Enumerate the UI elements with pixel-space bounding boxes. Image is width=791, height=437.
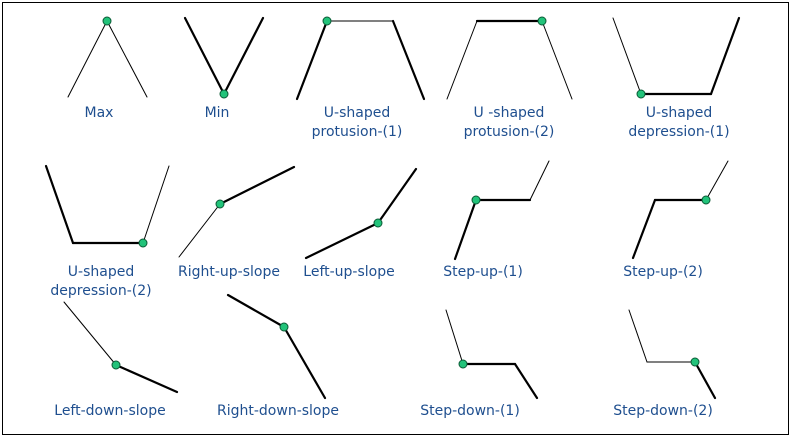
step-down-1-label-line: Step-down-(1) xyxy=(420,403,520,419)
left-up-slope-segment xyxy=(304,221,380,260)
step-down-1-label: Step-down-(1) xyxy=(420,402,520,421)
u-protrusion-2-label: U -shaped protusion-(2) xyxy=(464,104,555,142)
u-protrusion-2-label-line: U -shaped xyxy=(473,105,545,121)
u-protrusion-1-label-line: protusion-(1) xyxy=(311,124,403,140)
right-up-slope-marker xyxy=(215,199,225,209)
left-up-slope-glyph xyxy=(304,167,418,260)
step-up-2-label: Step-up-(2) xyxy=(623,263,703,282)
right-down-slope-label: Right-down-slope xyxy=(217,402,339,421)
step-up-1-label: Step-up-(1) xyxy=(443,263,523,282)
left-down-slope-label: Left-down-slope xyxy=(54,402,165,421)
u-protrusion-2-glyph xyxy=(446,16,573,100)
right-down-slope-segment xyxy=(282,325,327,400)
u-depression-2-marker xyxy=(138,238,148,248)
step-down-1-marker xyxy=(458,359,468,369)
u-depression-2-segment xyxy=(44,164,75,245)
step-up-1-glyph xyxy=(453,160,550,261)
max-segment xyxy=(67,20,108,98)
step-down-1-segment xyxy=(513,362,539,400)
u-depression-1-segment xyxy=(612,17,642,95)
u-depression-1-label-line: depression-(1) xyxy=(628,124,730,140)
u-depression-2-segment xyxy=(142,165,170,244)
left-down-slope-glyph xyxy=(63,301,179,394)
step-down-2-label-line: Step-down-(2) xyxy=(613,403,713,419)
left-up-slope-label: Left-up-slope xyxy=(303,263,394,282)
u-depression-1-marker xyxy=(636,89,646,99)
right-up-slope-label-line: Right-up-slope xyxy=(178,264,280,280)
max-label-line: Max xyxy=(84,105,114,121)
step-up-1-segment xyxy=(453,198,478,261)
max-marker xyxy=(102,16,112,26)
step-up-2-marker xyxy=(701,195,711,205)
step-up-1-marker xyxy=(471,195,481,205)
step-up-2-glyph xyxy=(631,160,729,260)
right-down-slope-glyph xyxy=(226,293,327,400)
u-protrusion-2-segment xyxy=(541,20,573,100)
step-up-2-label-line: Step-up-(2) xyxy=(623,264,703,280)
u-protrusion-1-segment xyxy=(295,19,329,101)
u-depression-2-label-line: U-shaped xyxy=(67,264,135,280)
min-label-line: Min xyxy=(204,105,230,121)
u-protrusion-2-label-line: protusion-(2) xyxy=(463,124,555,140)
max-glyph xyxy=(67,16,148,98)
u-protrusion-1-marker xyxy=(322,16,332,26)
right-down-slope-label-line: Right-down-slope xyxy=(217,403,339,419)
step-down-2-marker xyxy=(690,357,700,367)
right-up-slope-segment xyxy=(218,165,296,206)
left-down-slope-segment xyxy=(63,301,117,366)
max-segment xyxy=(106,20,148,98)
left-down-slope-label-line: Left-down-slope xyxy=(54,403,166,419)
step-up-1-segment xyxy=(529,160,550,201)
step-up-2-segment xyxy=(631,198,657,260)
right-down-slope-marker xyxy=(279,322,289,332)
min-segment xyxy=(222,16,265,96)
u-depression-2-label: U-shaped depression-(2) xyxy=(50,263,151,301)
step-up-1-label-line: Step-up-(1) xyxy=(443,264,523,280)
u-depression-1-glyph xyxy=(612,16,741,99)
right-down-slope-segment xyxy=(226,293,286,329)
left-down-slope-segment xyxy=(114,363,179,394)
step-down-1-segment xyxy=(445,309,464,365)
step-up-2-segment xyxy=(705,160,729,201)
u-protrusion-2-segment xyxy=(446,20,478,100)
u-protrusion-1-label-line: U-shaped xyxy=(323,105,391,121)
u-protrusion-1-segment xyxy=(391,19,426,101)
left-up-slope-marker xyxy=(373,218,383,228)
max-label: Max xyxy=(85,104,114,123)
min-marker xyxy=(219,89,229,99)
u-depression-2-glyph xyxy=(44,164,170,248)
min-segment xyxy=(183,16,226,96)
min-label: Min xyxy=(205,104,230,123)
u-depression-1-label-line: U-shaped xyxy=(645,105,713,121)
u-depression-2-label-line: depression-(2) xyxy=(50,283,152,299)
step-down-2-segment xyxy=(628,309,648,363)
right-up-slope-segment xyxy=(178,203,221,258)
u-protrusion-1-glyph xyxy=(295,16,426,101)
right-up-slope-label: Right-up-slope xyxy=(178,263,280,282)
step-down-2-glyph xyxy=(628,309,717,400)
min-glyph xyxy=(183,16,265,99)
u-depression-1-segment xyxy=(709,16,741,96)
u-depression-1-label: U-shaped depression-(1) xyxy=(628,104,729,142)
u-protrusion-1-label: U-shaped protusion-(1) xyxy=(312,104,403,142)
step-down-1-glyph xyxy=(445,309,539,400)
step-down-2-label: Step-down-(2) xyxy=(613,402,713,421)
right-up-slope-glyph xyxy=(178,165,296,258)
left-down-slope-marker xyxy=(111,360,121,370)
left-up-slope-segment xyxy=(376,167,418,225)
left-up-slope-label-line: Left-up-slope xyxy=(303,264,395,280)
u-protrusion-2-marker xyxy=(537,16,547,26)
step-down-2-segment xyxy=(693,360,717,400)
